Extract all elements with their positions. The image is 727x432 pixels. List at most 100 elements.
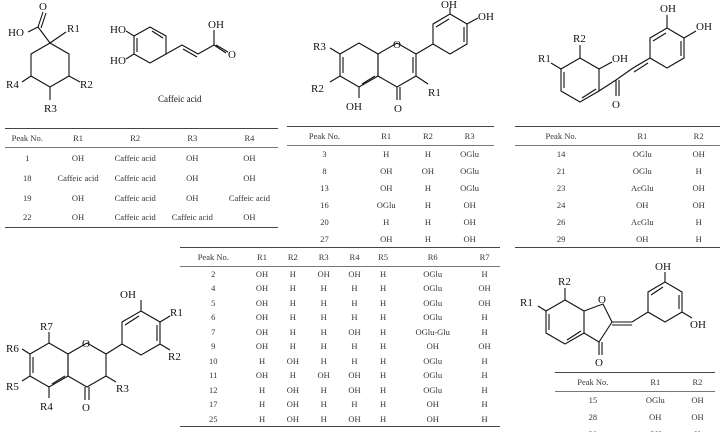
table-cell: H bbox=[424, 200, 431, 210]
table-cell: OH bbox=[255, 326, 269, 337]
flavanone-label: R4 bbox=[40, 401, 53, 413]
table-cell: H bbox=[424, 217, 431, 227]
table-cell: H bbox=[351, 399, 358, 410]
table-cell: OH bbox=[478, 341, 491, 352]
table-cell: Caffeic acid bbox=[114, 152, 156, 163]
table-cell: OH bbox=[348, 384, 361, 395]
table-cell: OH bbox=[636, 233, 649, 244]
table-cell: H bbox=[380, 341, 387, 352]
caffeic-label: OH bbox=[208, 19, 224, 31]
column-header: R1 bbox=[49, 128, 107, 148]
caffeic-label: O bbox=[228, 49, 236, 61]
table-cell: H bbox=[258, 399, 266, 410]
table-cell: 1 bbox=[25, 152, 30, 163]
table-cell: OH bbox=[243, 152, 256, 163]
chalcone-label: OH bbox=[696, 21, 712, 33]
chalcone-label: O bbox=[612, 99, 620, 111]
table-cell: 25 bbox=[209, 413, 218, 424]
table-cell: OH bbox=[71, 152, 85, 163]
table-cell: 5 bbox=[211, 297, 216, 308]
table-cell: H bbox=[680, 426, 715, 432]
caffeic-acid-name: Caffeic acid bbox=[158, 94, 202, 104]
table-cell: 26 bbox=[556, 217, 566, 227]
table-cell: H bbox=[258, 413, 266, 424]
flavone-label: O bbox=[393, 39, 401, 51]
table-cell: OH bbox=[348, 326, 361, 337]
table-cell: 9 bbox=[211, 341, 216, 352]
flavanone-label: R3 bbox=[116, 383, 129, 395]
column-header: R2 bbox=[677, 126, 720, 146]
table-cell: AcGlu bbox=[630, 217, 654, 227]
table-cell: OH bbox=[255, 370, 269, 381]
table-cell: 11 bbox=[209, 370, 218, 381]
table-cell: H bbox=[424, 183, 431, 193]
table-cell: H bbox=[424, 233, 431, 244]
table-cell: OGlu bbox=[460, 149, 480, 160]
table-cell: OH bbox=[426, 399, 439, 410]
table-cell: H bbox=[320, 326, 327, 337]
quinic-acid-structure: HO O R1 R2 R3 R4 bbox=[6, 1, 93, 115]
table-cell: 19 bbox=[23, 192, 32, 203]
table-cell: OH bbox=[691, 412, 704, 422]
table-cell: H bbox=[380, 384, 387, 395]
table-cell: H bbox=[380, 283, 387, 294]
table-cell: 18 bbox=[23, 172, 32, 183]
table-cell: H bbox=[351, 312, 358, 323]
table-cell: OH bbox=[255, 283, 269, 294]
flavone-label: OH bbox=[441, 0, 457, 11]
table-cell: H bbox=[289, 283, 296, 294]
table-cell: 20 bbox=[320, 217, 329, 227]
table-cell: OH bbox=[286, 399, 299, 410]
table-cell: H bbox=[289, 326, 296, 337]
flavanone-label: R6 bbox=[6, 343, 19, 355]
table-cell: 16 bbox=[320, 200, 329, 210]
column-header: R1 bbox=[361, 126, 411, 146]
table-cell: H bbox=[351, 341, 358, 352]
table-cell: Caffeic acid bbox=[114, 212, 156, 223]
table-cell: H bbox=[481, 355, 488, 366]
table-cell: OH bbox=[317, 370, 330, 381]
column-header: R2 bbox=[679, 372, 715, 392]
column-header: R1 bbox=[630, 372, 680, 392]
table-cell: OH bbox=[243, 212, 256, 223]
table-cell: OGlu bbox=[423, 312, 443, 323]
table-cell: OGlu bbox=[376, 200, 396, 210]
table-cell: Caffeic acid bbox=[114, 172, 156, 183]
caffeic-acid-structure: HO HO OH O Caffeic acid bbox=[110, 19, 236, 104]
flavone-structure: R3 R2 OH O R1 O OH OH bbox=[311, 0, 494, 115]
table-cell: OGlu bbox=[632, 166, 652, 176]
table-cell: OH bbox=[426, 341, 439, 352]
table-cell: OGlu bbox=[423, 355, 443, 366]
table-cell: OH bbox=[380, 183, 393, 193]
table-cell: H bbox=[380, 413, 387, 424]
chalcone-structure: R1 R2 OH O OH OH bbox=[538, 3, 712, 111]
column-header: Peak No. bbox=[5, 128, 50, 148]
table-cell: H bbox=[289, 297, 296, 308]
column-header: R4 bbox=[220, 128, 278, 148]
table-cell: H bbox=[481, 312, 488, 323]
flavanone-label: O bbox=[82, 338, 90, 350]
table-cell: OH bbox=[71, 212, 85, 223]
table-cell: OH bbox=[348, 370, 361, 381]
table-cell: OH bbox=[463, 233, 476, 244]
table-cell: OH bbox=[478, 283, 491, 294]
table-cell: H bbox=[380, 399, 387, 410]
